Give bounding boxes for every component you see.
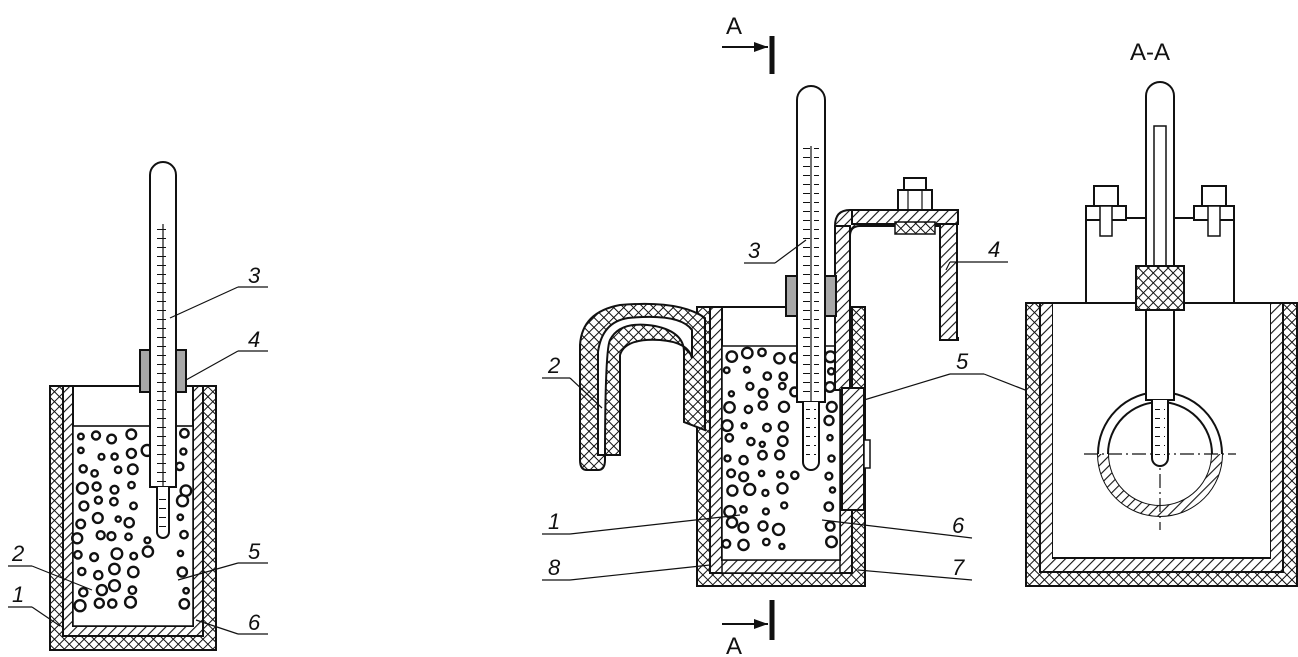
right-label-7: 7	[857, 555, 973, 581]
svg-text:5: 5	[248, 539, 261, 564]
svg-text:3: 3	[748, 238, 761, 263]
svg-text:A: A	[726, 13, 742, 40]
bracket-bolt	[894, 177, 936, 235]
svg-text:6: 6	[952, 513, 965, 538]
svg-text:2: 2	[547, 353, 560, 378]
right-label-6: 6	[821, 513, 973, 539]
svg-text:3: 3	[248, 263, 261, 288]
left-label-2: 2	[8, 541, 93, 591]
svg-text:6: 6	[248, 610, 261, 635]
left-label-6: 6	[195, 610, 268, 635]
svg-text:4: 4	[248, 327, 260, 352]
right-stopper	[785, 275, 798, 317]
section-stopper	[1135, 265, 1185, 311]
svg-text:5: 5	[956, 349, 969, 374]
section-thermometer	[1145, 81, 1175, 401]
svg-text:1: 1	[12, 582, 24, 607]
siphon-tube	[579, 302, 706, 471]
section-view: A-A	[1025, 39, 1298, 587]
svg-text:A: A	[726, 633, 742, 657]
section-title: A-A	[1130, 39, 1170, 66]
left-figure: 3 4 5 6 2 1	[8, 161, 268, 651]
left-stopper	[139, 349, 151, 393]
right-label-4: 4	[945, 237, 1008, 271]
right-label-2: 2	[542, 353, 603, 409]
right-label-8: 8	[542, 555, 711, 581]
right-label-1: 1	[542, 509, 741, 535]
left-label-1: 1	[8, 582, 61, 627]
svg-text:4: 4	[988, 237, 1000, 262]
section-mark-top: A	[722, 13, 775, 74]
left-label-5: 5	[177, 539, 268, 581]
section-mark-bottom: A	[722, 600, 775, 657]
side-clamp	[841, 387, 865, 511]
left-label-3: 3	[169, 263, 268, 319]
svg-text:2: 2	[11, 541, 24, 566]
right-label-3: 3	[744, 238, 807, 264]
left-beads	[70, 427, 193, 613]
svg-text:7: 7	[952, 555, 965, 580]
svg-text:8: 8	[548, 555, 561, 580]
left-label-4: 4	[185, 327, 268, 381]
right-figure: A A	[542, 13, 1129, 657]
svg-text:1: 1	[548, 509, 560, 534]
